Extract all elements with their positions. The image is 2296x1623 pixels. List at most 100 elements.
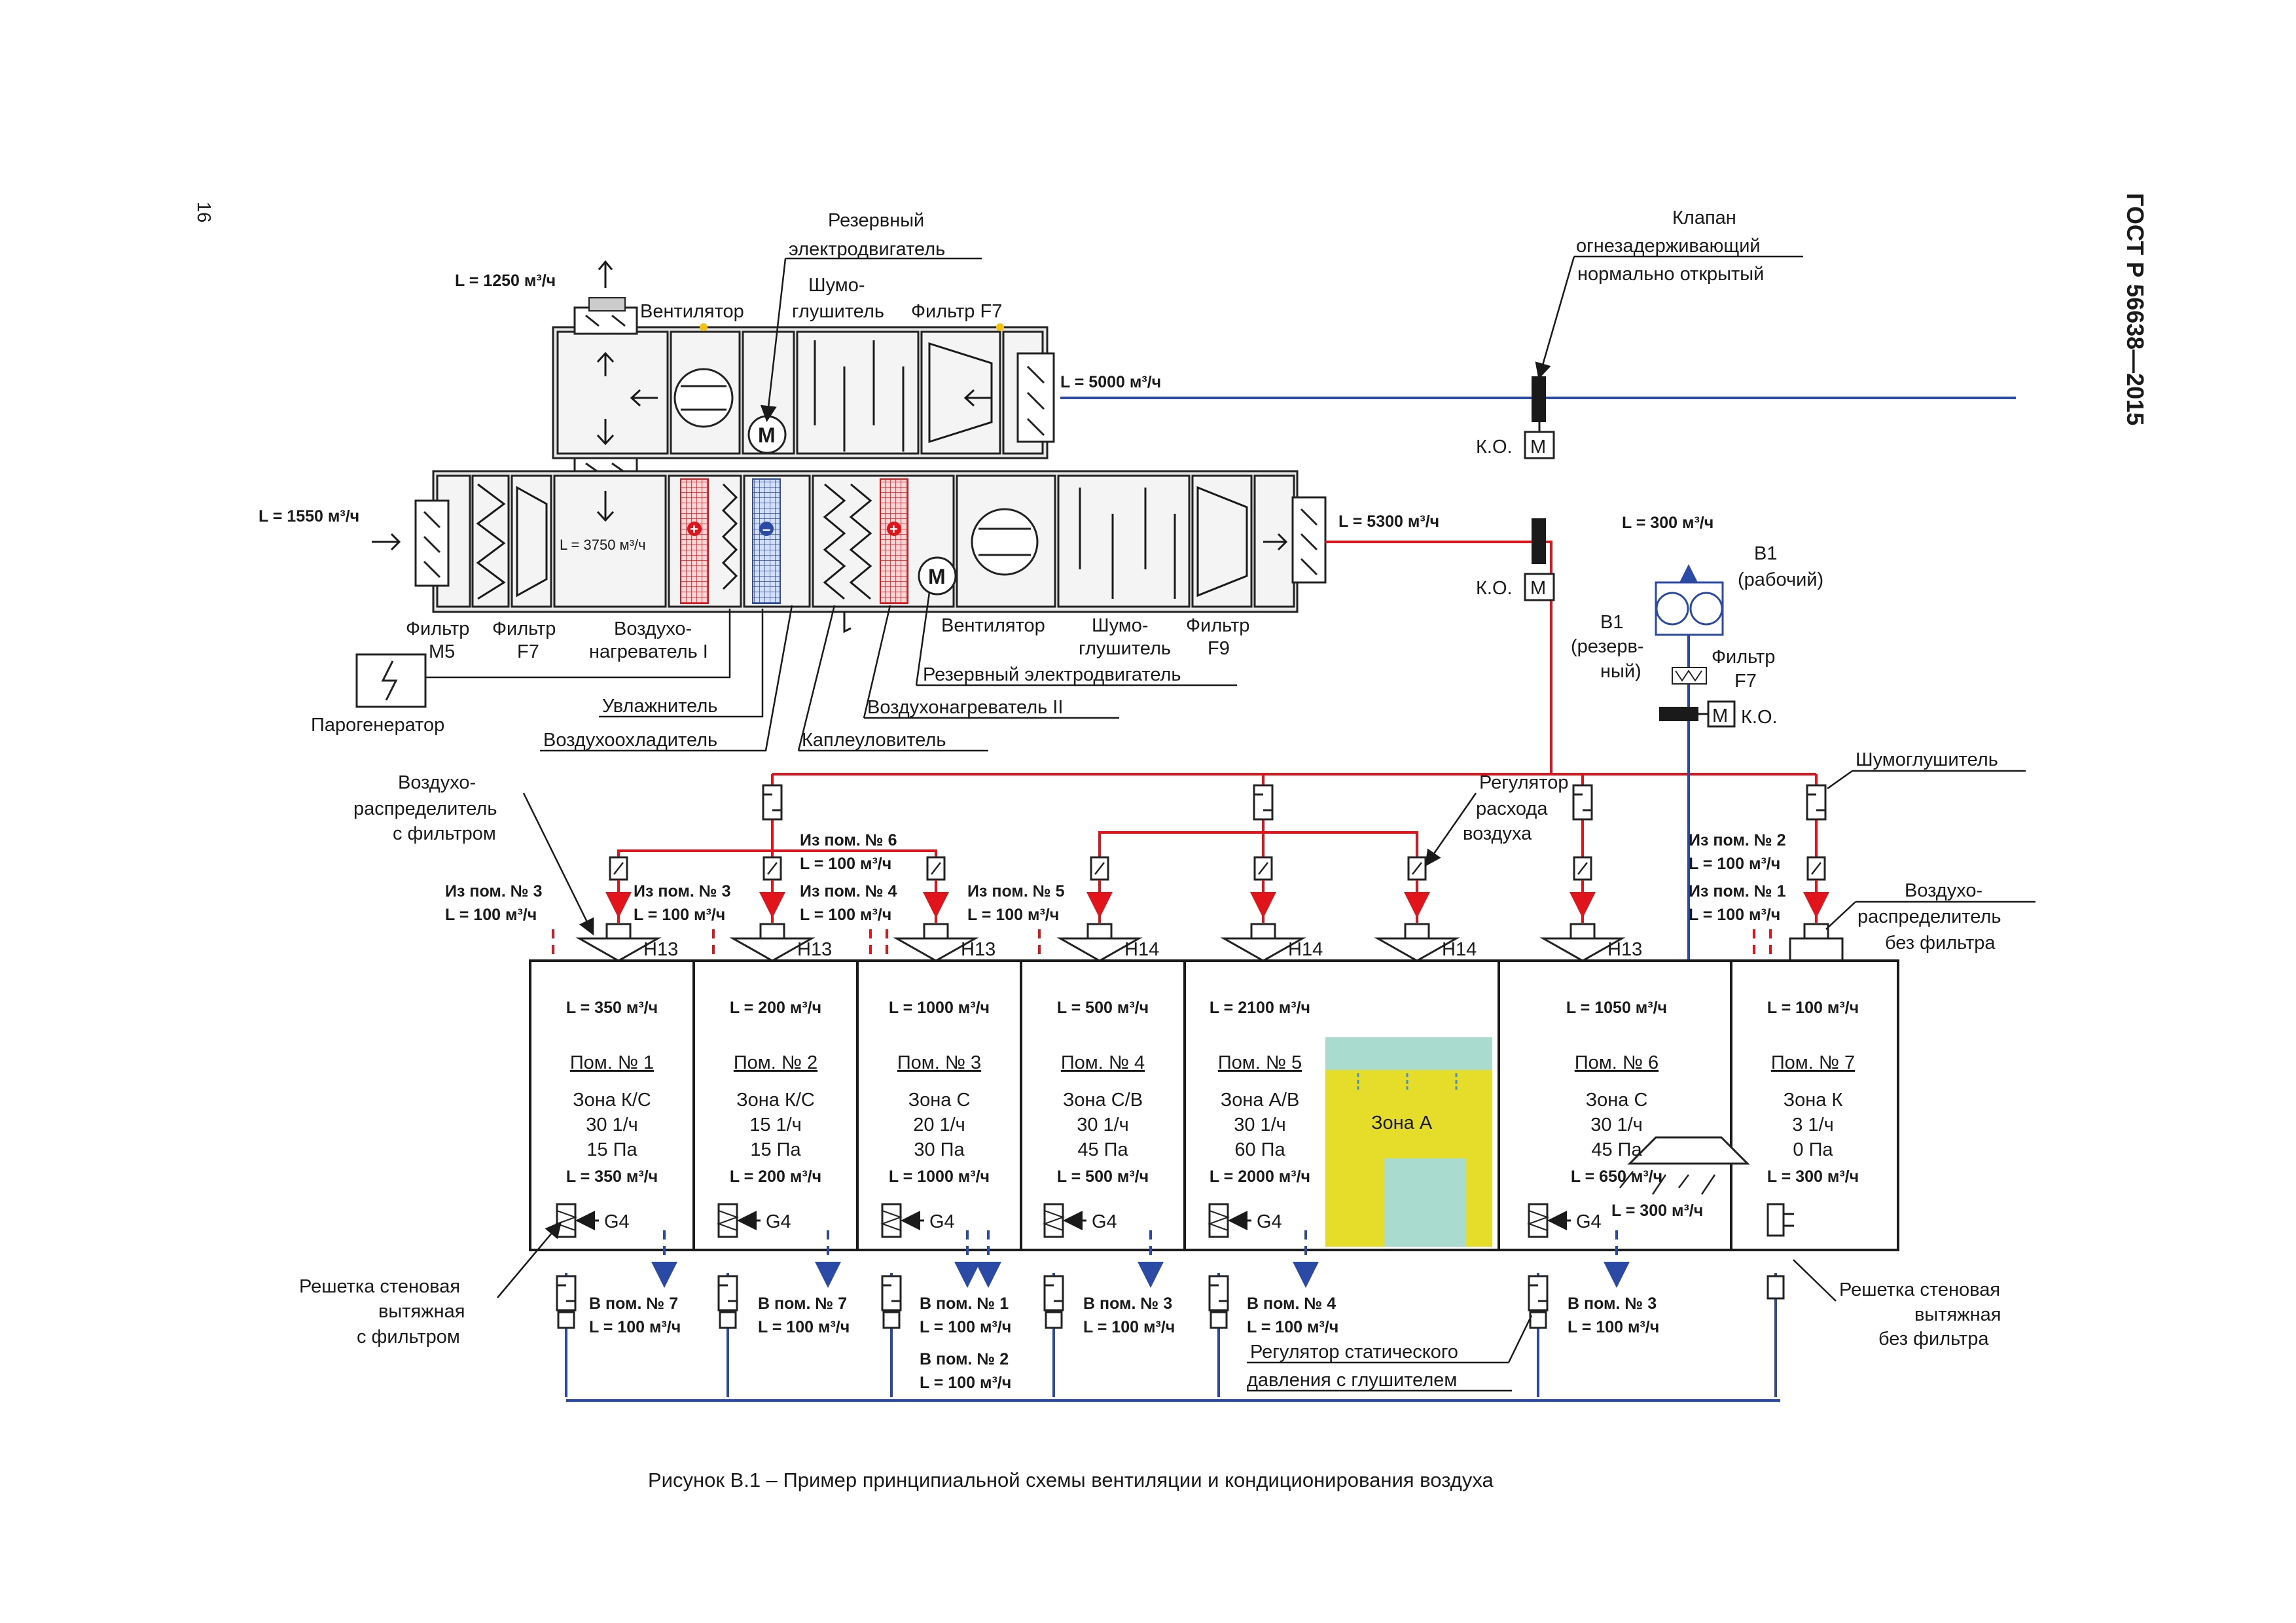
- room-ach: 30 1/ч: [1234, 1115, 1286, 1135]
- svg-text:M: M: [928, 565, 946, 588]
- droplet-eliminator-icon: [823, 483, 872, 600]
- transfer-in-7-from: Из пом. № 1: [1689, 882, 1786, 901]
- supply-diffuser-7-nofilter: [1789, 923, 1844, 962]
- hepa-class-4: H14: [1124, 939, 1159, 960]
- grille-filter-class: G4: [766, 1211, 791, 1232]
- recirc-flow: L = 3750 м³/ч: [560, 537, 646, 553]
- room-pressure: 15 Па: [586, 1139, 637, 1160]
- svg-text:F9: F9: [1208, 638, 1230, 659]
- svg-text:Воздухо-: Воздухо-: [1905, 880, 1982, 901]
- page-number: 16: [193, 202, 214, 223]
- static-regulator-1-icon: [556, 1275, 577, 1311]
- svg-text:B1: B1: [1600, 612, 1623, 633]
- svg-text:давления с глушителем: давления с глушителем: [1247, 1370, 1457, 1391]
- svg-text:вытяжная: вытяжная: [378, 1301, 465, 1322]
- svg-text:Увлажнитель: Увлажнитель: [602, 696, 717, 717]
- svg-text:глушитель: глушитель: [1079, 638, 1171, 659]
- fan-lower-icon: [971, 508, 1039, 576]
- svg-text:ный): ный): [1600, 661, 1641, 682]
- room-zone: Зона С: [908, 1090, 971, 1111]
- svg-text:Воздухо-: Воздухо-: [614, 618, 692, 639]
- svg-text:Фильтр F7: Фильтр F7: [911, 301, 1002, 322]
- grille-filter-class: G4: [929, 1211, 955, 1232]
- flow-regulator-5-icon: [1253, 856, 1273, 881]
- svg-text:Парогенератор: Парогенератор: [311, 715, 444, 736]
- room-exhaust-flow: L = 300 м³/ч: [1767, 1168, 1859, 1186]
- rooms-block: [529, 959, 1899, 1251]
- transfer-out-3-flow: L = 100 м³/ч: [920, 1318, 1011, 1336]
- grille-filter-class: G4: [1092, 1211, 1117, 1232]
- transfer-in-6-from: Из пом. № 2: [1689, 831, 1786, 849]
- return-in-flow: L = 5000 м³/ч: [1060, 373, 1161, 391]
- supply-diffuser-2: H13: [729, 923, 832, 962]
- room-name: Пом. № 2: [734, 1052, 817, 1073]
- grille-filter-class: G4: [1576, 1211, 1602, 1232]
- room-name: Пом. № 3: [897, 1052, 981, 1073]
- hepa-class-2: H13: [797, 939, 832, 960]
- room-zone: Зона А/В: [1221, 1090, 1300, 1111]
- transfer-out-4-flow: L = 100 м³/ч: [920, 1374, 1011, 1392]
- exhaust-fans-b1: M К.О. L = 300 м³/ч B1 (рабочий) B1 (рез…: [1571, 514, 1823, 728]
- svg-text:без фильтра: без фильтра: [1878, 1329, 1989, 1349]
- filter-f7-lower-icon: [516, 486, 548, 597]
- supply-diffuser-3: H13: [893, 923, 996, 962]
- filter-m5-icon: [476, 483, 506, 600]
- grille-filter-class: G4: [1257, 1211, 1282, 1232]
- room-ach: 30 1/ч: [1590, 1115, 1643, 1135]
- exhaust-out-flow: L = 1250 м³/ч: [455, 272, 556, 290]
- transfers-out: В пом. № 7L = 100 м³/чВ пом. № 7L = 100 …: [589, 1230, 1659, 1392]
- humidifier-icon: [721, 483, 738, 590]
- fan-upper-icon: [673, 368, 734, 428]
- svg-text:+: +: [889, 521, 898, 537]
- svg-text:–: –: [762, 521, 770, 537]
- filter-f9-icon: [1196, 486, 1248, 597]
- flow-regulator-1-icon: [609, 856, 628, 881]
- svg-text:L = 300 м³/ч: L = 300 м³/ч: [1611, 1202, 1703, 1220]
- flow-regulator-7-icon: [1573, 856, 1592, 881]
- transfers-in: Из пом. № 3L = 100 м³/чИз пом. № 3L = 10…: [445, 831, 1786, 987]
- svg-text:без фильтра: без фильтра: [1885, 933, 1996, 954]
- svg-text:К.О.: К.О.: [1476, 437, 1513, 457]
- transfer-in-1-flow: L = 100 м³/ч: [445, 906, 537, 924]
- svg-text:M: M: [1530, 437, 1546, 457]
- room-zone: Зона К: [1784, 1090, 1843, 1111]
- air-handling-unit: M: [355, 260, 1327, 708]
- svg-text:Шумоглушитель: Шумоглушитель: [1856, 749, 1998, 770]
- room-pressure: 45 Па: [1077, 1139, 1128, 1160]
- room-ach: 30 1/ч: [586, 1115, 638, 1135]
- flow-regulator-4-icon: [1090, 856, 1109, 881]
- room-exhaust-flow: L = 500 м³/ч: [1057, 1168, 1149, 1186]
- room-name: Пом. № 7: [1771, 1052, 1855, 1073]
- static-regulator-6-icon: [1528, 1275, 1549, 1311]
- svg-text:Решетка стеновая: Решетка стеновая: [1839, 1279, 2000, 1300]
- svg-text:Шумо-: Шумо-: [1092, 615, 1148, 636]
- room-ach: 3 1/ч: [1792, 1115, 1833, 1135]
- supply-out-flow: L = 5300 м³/ч: [1338, 512, 1439, 531]
- svg-text:+: +: [690, 521, 698, 537]
- svg-text:(рабочий): (рабочий): [1738, 569, 1823, 590]
- room-supply-flow: L = 200 м³/ч: [730, 999, 821, 1017]
- room-supply-flow: L = 500 м³/ч: [1057, 999, 1149, 1017]
- svg-text:Фильтр: Фильтр: [1712, 647, 1775, 668]
- room-pressure: 30 Па: [914, 1139, 965, 1160]
- hepa-class-7: H13: [1607, 939, 1642, 960]
- transfer-out-7-flow: L = 100 м³/ч: [1568, 1318, 1659, 1336]
- transfer-in-4-flow: L = 100 м³/ч: [800, 906, 891, 924]
- svg-text:Регулятор статического: Регулятор статического: [1250, 1342, 1458, 1363]
- reserve-motor-lower-icon: [918, 556, 957, 596]
- zone-a-label: Зона А: [1371, 1113, 1433, 1133]
- svg-text:К.О.: К.О.: [1476, 578, 1513, 599]
- static-regulator-7-icon: [1767, 1275, 1785, 1300]
- svg-text:Регулятор: Регулятор: [1479, 772, 1568, 793]
- svg-text:Резервный: Резервный: [828, 210, 924, 231]
- transfer-in-5-from: Из пом. № 5: [967, 882, 1065, 901]
- cooler-icon: [752, 478, 781, 604]
- transfer-out-2-to: В пом. № 7: [758, 1294, 847, 1313]
- transfer-out-6-flow: L = 100 м³/ч: [1247, 1318, 1338, 1336]
- transfer-in-2-flow: L = 100 м³/ч: [634, 906, 725, 924]
